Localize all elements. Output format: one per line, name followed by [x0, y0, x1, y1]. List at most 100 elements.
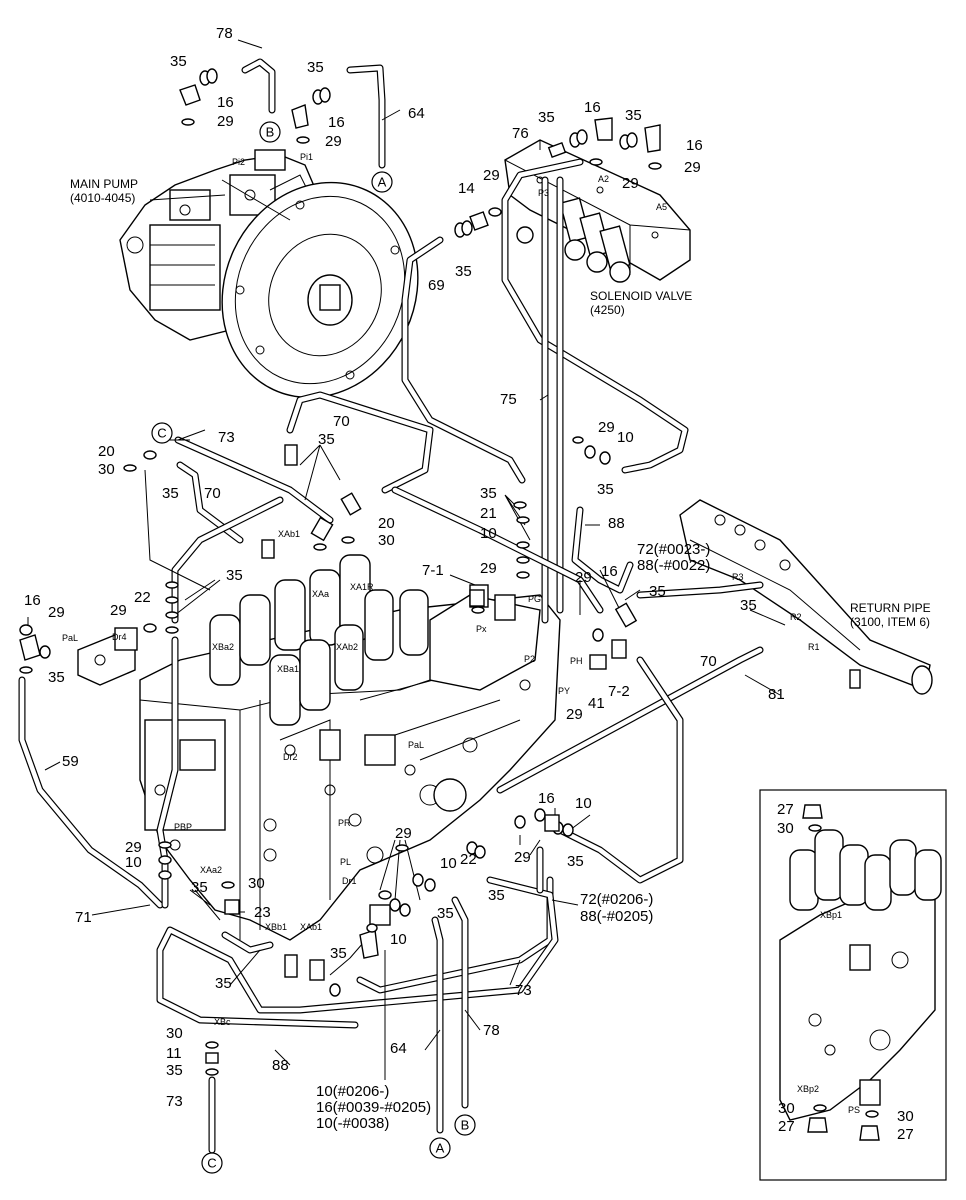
callout-73: 73 — [515, 982, 532, 999]
callout-10: 10 — [125, 854, 142, 871]
callout-35: 35 — [597, 481, 614, 498]
callout-70: 70 — [700, 653, 717, 670]
callout-35: 35 — [625, 107, 642, 124]
callout-35: 35 — [538, 109, 555, 126]
callout-16: 16 — [538, 790, 555, 807]
small-valve-dr4 — [77, 627, 138, 686]
callout-75: 75 — [500, 391, 517, 408]
callout-21: 21 — [480, 505, 497, 522]
callout-35: 35 — [215, 975, 232, 992]
connector-a-top — [371, 171, 393, 193]
callout-30: 30 — [897, 1108, 914, 1125]
port-pi2: Pi2 — [232, 157, 245, 167]
callout-35: 35 — [480, 485, 497, 502]
callout-29: 29 — [325, 133, 342, 150]
port-p2: P2 — [524, 654, 535, 664]
callout-69: 69 — [428, 277, 445, 294]
port-px: Px — [476, 624, 487, 634]
callout-35: 35 — [740, 597, 757, 614]
port-a5: A5 — [656, 202, 667, 212]
callout-27: 27 — [778, 1118, 795, 1135]
callout-10: 10 — [390, 931, 407, 948]
port-pbp: PBP — [174, 822, 192, 832]
main-pump-ref: (4010-4045) — [70, 191, 135, 205]
callout-35: 35 — [226, 567, 243, 584]
return-pipe — [679, 499, 933, 695]
component-labels: MAIN PUMP (4010-4045) SOLENOID VALVE (42… — [70, 177, 931, 629]
callout-70: 70 — [204, 485, 221, 502]
callout-35: 35 — [166, 1062, 183, 1079]
port-xab1: XAb1 — [278, 529, 300, 539]
callout-35: 35 — [162, 485, 179, 502]
callout-64-bottom: 64 — [390, 1040, 407, 1057]
port-xab1-lower: XAb1 — [300, 922, 322, 932]
port-pi1: Pi1 — [300, 152, 313, 162]
callout-29: 29 — [483, 167, 500, 184]
port-pg: PG — [528, 594, 541, 604]
callout-7-2: 7-2 — [608, 683, 630, 700]
callout-10: 10 — [575, 795, 592, 812]
callout-10: 10 — [617, 429, 634, 446]
callout-71: 71 — [75, 909, 92, 926]
callout-73: 73 — [166, 1093, 183, 1110]
port-xaa: XAa — [312, 589, 329, 599]
callout-16: 16 — [24, 592, 41, 609]
callout-41: 41 — [588, 695, 605, 712]
callout-35: 35 — [307, 59, 324, 76]
callout-30: 30 — [378, 532, 395, 549]
main-pump — [119, 149, 419, 399]
callout-10: 10 — [440, 855, 457, 872]
callout-29: 29 — [110, 602, 127, 619]
port-xba2: XBa2 — [212, 642, 234, 652]
callout-16: 16 — [601, 563, 618, 580]
callout-76: 76 — [512, 125, 529, 142]
port-pr: PR — [338, 818, 351, 828]
callout-20: 20 — [98, 443, 115, 460]
fittings — [19, 68, 880, 1141]
port-xbp1: XBp1 — [820, 910, 842, 920]
callout-29: 29 — [566, 706, 583, 723]
callout-88-0205: 88(-#0205) — [580, 908, 653, 925]
port-xbb1: XBb1 — [265, 922, 287, 932]
port-pal-2: PaL — [408, 740, 424, 750]
connector-b-bottom-label: B — [461, 1118, 470, 1133]
inset-detail — [759, 789, 947, 1181]
main-control-valve — [139, 554, 561, 941]
callout-88-0022: 88(-#0022) — [637, 557, 710, 574]
main-pump-label: MAIN PUMP — [70, 177, 138, 191]
port-xaa2: XAa2 — [200, 865, 222, 875]
port-dr1: Dr1 — [342, 876, 357, 886]
callout-16: 16 — [217, 94, 234, 111]
port-dr4: Dr4 — [112, 632, 127, 642]
connector-a-top-label: A — [378, 175, 387, 190]
port-xba1: XBa1 — [277, 664, 299, 674]
callout-10-note-0038: 10(-#0038) — [316, 1115, 389, 1132]
callout-29: 29 — [217, 113, 234, 130]
solenoid-valve-label: SOLENOID VALVE — [590, 289, 692, 303]
callout-30: 30 — [166, 1025, 183, 1042]
solenoid-valve-ref: (4250) — [590, 303, 625, 317]
callout-27: 27 — [777, 801, 794, 818]
solenoid-valve — [504, 139, 691, 283]
callout-22: 22 — [460, 851, 477, 868]
port-xbp2: XBp2 — [797, 1084, 819, 1094]
return-pipe-ref: (3100, ITEM 6) — [850, 615, 930, 629]
callout-29: 29 — [514, 849, 531, 866]
port-pal: PaL — [62, 633, 78, 643]
connector-b-top — [259, 121, 281, 143]
callout-35: 35 — [318, 431, 335, 448]
callout-10-note-0206: 10(#0206-) — [316, 1083, 389, 1100]
callout-7-1: 7-1 — [422, 562, 444, 579]
callout-29: 29 — [395, 825, 412, 842]
callout-14: 14 — [458, 180, 475, 197]
callout-29: 29 — [125, 839, 142, 856]
callout-27: 27 — [897, 1126, 914, 1143]
connector-c-bottom-label: C — [207, 1156, 216, 1171]
port-labels: Pi2 Pi1 P3 A2 A5 R3 R2 R1 XAb1 XAa XA1R … — [62, 152, 860, 1115]
connector-a-bottom-label: A — [436, 1141, 445, 1156]
callout-35: 35 — [455, 263, 472, 280]
callout-35: 35 — [191, 879, 208, 896]
callout-16: 16 — [686, 137, 703, 154]
connector-b-bottom — [454, 1114, 476, 1136]
port-r1: R1 — [808, 642, 820, 652]
